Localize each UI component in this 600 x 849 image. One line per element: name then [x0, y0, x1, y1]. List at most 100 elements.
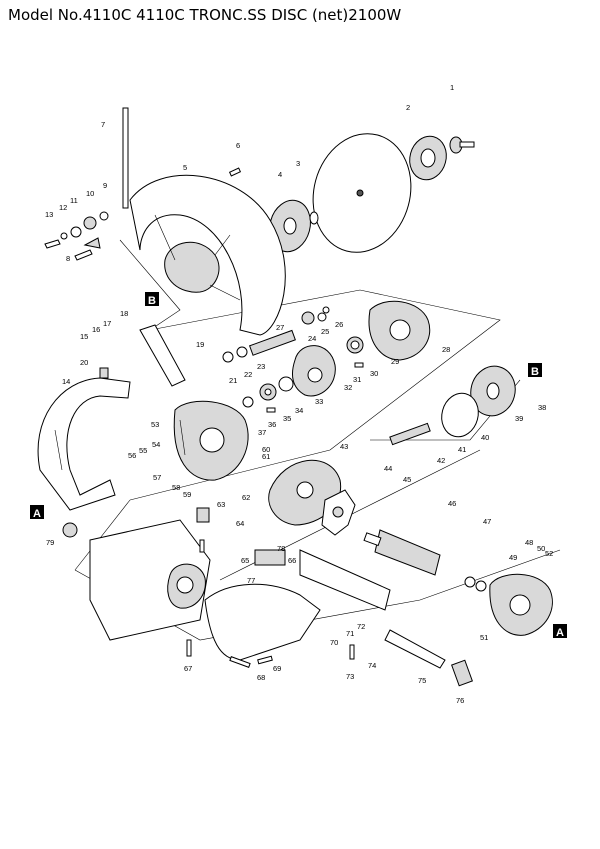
part-label-20: 20 — [80, 358, 88, 367]
cord-guard — [384, 629, 473, 687]
part-label-47: 47 — [483, 517, 491, 526]
part-label-8: 8 — [66, 254, 70, 263]
part-label-41: 41 — [458, 445, 466, 454]
ref-marker-b-right-label: B — [531, 366, 539, 378]
part-label-13: 13 — [45, 210, 53, 219]
part-label-55: 55 — [139, 446, 147, 455]
ref-marker-b-left: B — [145, 292, 159, 307]
ref-marker-a-left-label: A — [33, 508, 41, 520]
armature — [363, 529, 487, 592]
housing-cover — [173, 400, 249, 481]
part-label-64: 64 — [236, 519, 244, 528]
gear-housing — [368, 300, 431, 361]
part-label-5: 5 — [183, 163, 187, 172]
part-label-22: 22 — [244, 370, 252, 379]
part-label-62: 62 — [242, 493, 250, 502]
cooling-fan — [321, 489, 356, 536]
part-label-54: 54 — [152, 440, 160, 449]
part-label-24: 24 — [308, 334, 316, 343]
part-label-27: 27 — [276, 323, 284, 332]
part-label-52: 52 — [545, 549, 553, 558]
part-label-29: 29 — [391, 357, 399, 366]
ref-marker-b-left-label: B — [148, 295, 156, 307]
flange-bolt — [449, 136, 475, 154]
part-label-31: 31 — [353, 375, 361, 384]
part-label-73: 73 — [346, 672, 354, 681]
part-label-79: 79 — [46, 538, 54, 547]
part-label-21: 21 — [229, 376, 237, 385]
part-label-23: 23 — [257, 362, 265, 371]
part-label-59: 59 — [183, 490, 191, 499]
part-label-68: 68 — [257, 673, 265, 682]
part-label-50: 50 — [537, 544, 545, 553]
part-label-44: 44 — [384, 464, 392, 473]
part-label-28: 28 — [442, 345, 450, 354]
part-label-30: 30 — [370, 369, 378, 378]
part-label-35: 35 — [283, 414, 291, 423]
cutting-disc — [312, 133, 412, 253]
part-number-labels: 1 2 3 4 5 6 7 8 9 10 11 12 13 14 15 16 1… — [45, 83, 553, 705]
part-label-25: 25 — [321, 327, 329, 336]
part-label-58: 58 — [172, 483, 180, 492]
handle-housing — [204, 549, 391, 661]
part-label-63: 63 — [217, 500, 225, 509]
part-label-75: 75 — [418, 676, 426, 685]
part-label-37: 37 — [258, 428, 266, 437]
part-label-36: 36 — [268, 420, 276, 429]
bracket — [139, 324, 186, 387]
part-label-71: 71 — [346, 629, 354, 638]
part-label-10: 10 — [86, 189, 94, 198]
part-label-70: 70 — [330, 638, 338, 647]
part-label-1: 1 — [450, 83, 454, 92]
part-label-6: 6 — [236, 141, 240, 150]
inner-flange — [269, 199, 319, 253]
part-label-7: 7 — [101, 120, 105, 129]
blade-guard — [129, 174, 286, 336]
part-label-14: 14 — [62, 377, 70, 386]
fan-baffle — [268, 459, 342, 526]
part-label-12: 12 — [59, 203, 67, 212]
part-label-26: 26 — [335, 320, 343, 329]
part-label-67: 67 — [184, 664, 192, 673]
part-label-16: 16 — [92, 325, 100, 334]
part-label-18: 18 — [120, 309, 128, 318]
part-label-39: 39 — [515, 414, 523, 423]
part-label-49: 49 — [509, 553, 517, 562]
ref-marker-a-right-label: A — [556, 627, 564, 639]
outer-flange — [409, 135, 447, 181]
part-label-38: 38 — [538, 403, 546, 412]
part-label-17: 17 — [103, 319, 111, 328]
part-label-61: 61 — [262, 452, 270, 461]
ref-marker-b-right: B — [528, 363, 542, 378]
motor-field — [489, 573, 553, 636]
handle — [37, 367, 131, 511]
part-label-11: 11 — [70, 196, 78, 205]
part-label-3: 3 — [296, 159, 300, 168]
part-label-76: 76 — [456, 696, 464, 705]
part-label-2: 2 — [406, 103, 410, 112]
part-label-34: 34 — [295, 406, 303, 415]
part-label-33: 33 — [315, 397, 323, 406]
part-label-15: 15 — [80, 332, 88, 341]
part-label-32: 32 — [344, 383, 352, 392]
part-label-57: 57 — [153, 473, 161, 482]
part-label-43: 43 — [340, 442, 348, 451]
part-label-78: 78 — [277, 544, 285, 553]
part-label-66: 66 — [288, 556, 296, 565]
ref-marker-a-left: A — [30, 505, 44, 520]
part-label-40: 40 — [481, 433, 489, 442]
housing-screws — [186, 507, 355, 668]
part-label-69: 69 — [273, 664, 281, 673]
drive-shaft — [389, 422, 431, 446]
part-label-51: 51 — [480, 633, 488, 642]
guard-fasteners — [44, 211, 109, 261]
ref-marker-a-right: A — [553, 624, 567, 639]
part-label-4: 4 — [278, 170, 282, 179]
part-label-46: 46 — [448, 499, 456, 508]
part-label-19: 19 — [196, 340, 204, 349]
shaft-rod — [122, 107, 129, 209]
bearing-box — [441, 365, 516, 438]
spindle-assembly — [222, 306, 364, 413]
part-label-42: 42 — [437, 456, 445, 465]
